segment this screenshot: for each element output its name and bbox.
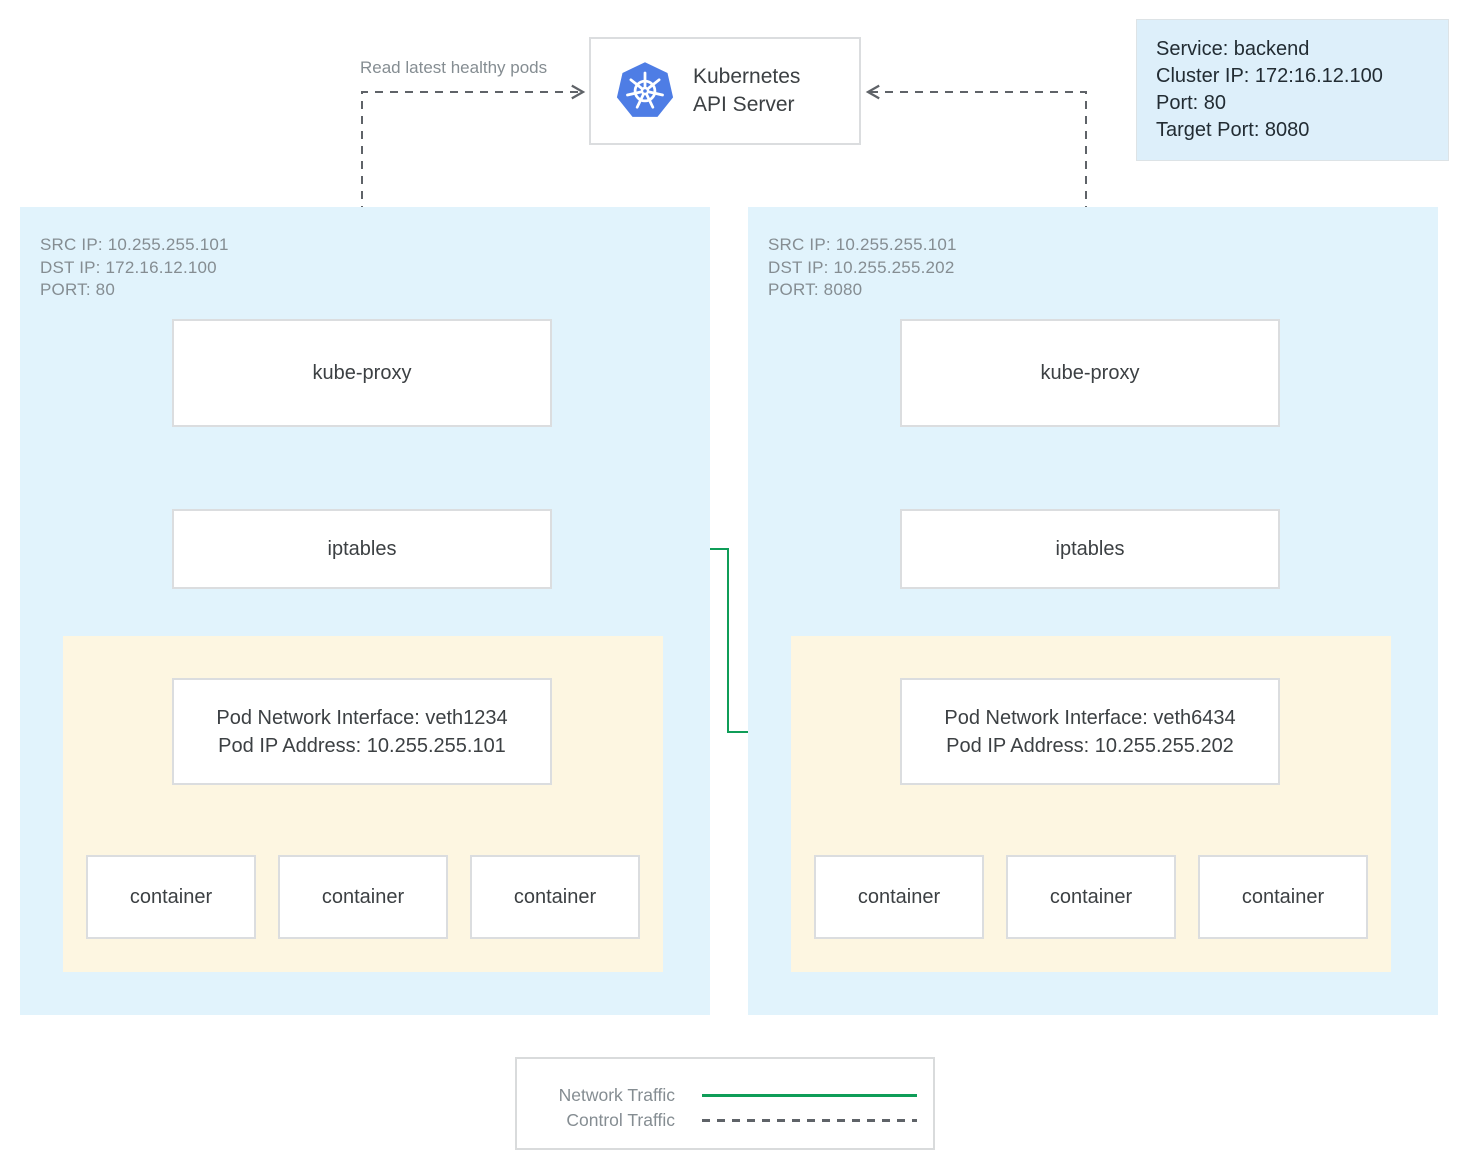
iptables-box-left: iptables [172,509,552,589]
control-traffic-line-swatch [702,1119,917,1122]
kube-proxy-label-right: kube-proxy [1040,361,1140,384]
kube-proxy-box-right: kube-proxy [900,319,1280,427]
node-panel-left: SRC IP: 10.255.255.101 DST IP: 172.16.12… [20,207,710,1015]
container-box: container [814,855,984,939]
iptables-label-right: iptables [1055,537,1125,560]
legend-box: Network Traffic Control Traffic [515,1057,935,1150]
service-name: Service: backend [1156,38,1310,60]
service-port: Port: 80 [1156,92,1227,114]
port-left: PORT: 80 [40,280,115,299]
container-box: container [1006,855,1176,939]
pod-interface-left: Pod Network Interface: veth1234 [216,706,508,729]
node-panel-right: SRC IP: 10.255.255.101 DST IP: 10.255.25… [748,207,1438,1015]
pod-area-left: Pod Network Interface: veth1234 Pod IP A… [63,636,663,972]
kube-proxy-label-left: kube-proxy [312,361,412,384]
legend-row-network: Network Traffic [517,1083,933,1108]
network-traffic-line-swatch [702,1094,917,1097]
iptables-label-left: iptables [327,537,397,560]
dst-ip-left: DST IP: 172.16.12.100 [40,257,217,277]
src-ip-left: SRC IP: 10.255.255.101 [40,235,229,254]
kubernetes-logo-icon [616,62,674,117]
pod-ip-left: Pod IP Address: 10.255.255.101 [218,734,506,757]
dst-ip-right: DST IP: 10.255.255.202 [768,257,955,277]
iptables-box-right: iptables [900,509,1280,589]
container-label: container [129,885,213,908]
container-box: container [278,855,448,939]
legend-network-label: Network Traffic [558,1085,675,1105]
pod-ip-right: Pod IP Address: 10.255.255.202 [946,734,1234,757]
container-label: container [513,885,597,908]
legend-row-control: Control Traffic [517,1108,933,1133]
packet-header-left: SRC IP: 10.255.255.101 DST IP: 172.16.12… [40,234,229,302]
api-server-box: Kubernetes API Server [589,37,861,145]
container-label: container [857,885,941,908]
container-label: container [321,885,405,908]
port-right: PORT: 8080 [768,280,863,299]
service-info-card: Service: backend Cluster IP: 172:16.12.1… [1136,19,1449,161]
api-server-label: Kubernetes API Server [693,63,800,119]
service-cluster-ip: Cluster IP: 172:16.12.100 [1156,65,1383,87]
container-box: container [470,855,640,939]
legend-control-label: Control Traffic [566,1110,675,1130]
api-server-label-line1: Kubernetes [693,65,801,88]
pod-interface-box-right: Pod Network Interface: veth6434 Pod IP A… [900,678,1280,785]
container-box: container [1198,855,1368,939]
pod-area-right: Pod Network Interface: veth6434 Pod IP A… [791,636,1391,972]
pod-interface-right: Pod Network Interface: veth6434 [944,706,1236,729]
pod-interface-box-left: Pod Network Interface: veth1234 Pod IP A… [172,678,552,785]
container-box: container [86,855,256,939]
service-target-port: Target Port: 8080 [1156,119,1310,141]
container-label: container [1049,885,1133,908]
api-server-label-line2: API Server [693,93,795,116]
packet-header-right: SRC IP: 10.255.255.101 DST IP: 10.255.25… [768,234,957,302]
kube-proxy-box-left: kube-proxy [172,319,552,427]
src-ip-right: SRC IP: 10.255.255.101 [768,235,957,254]
read-latest-healthy-pods-label: Read latest healthy pods [360,58,548,77]
container-label: container [1241,885,1325,908]
